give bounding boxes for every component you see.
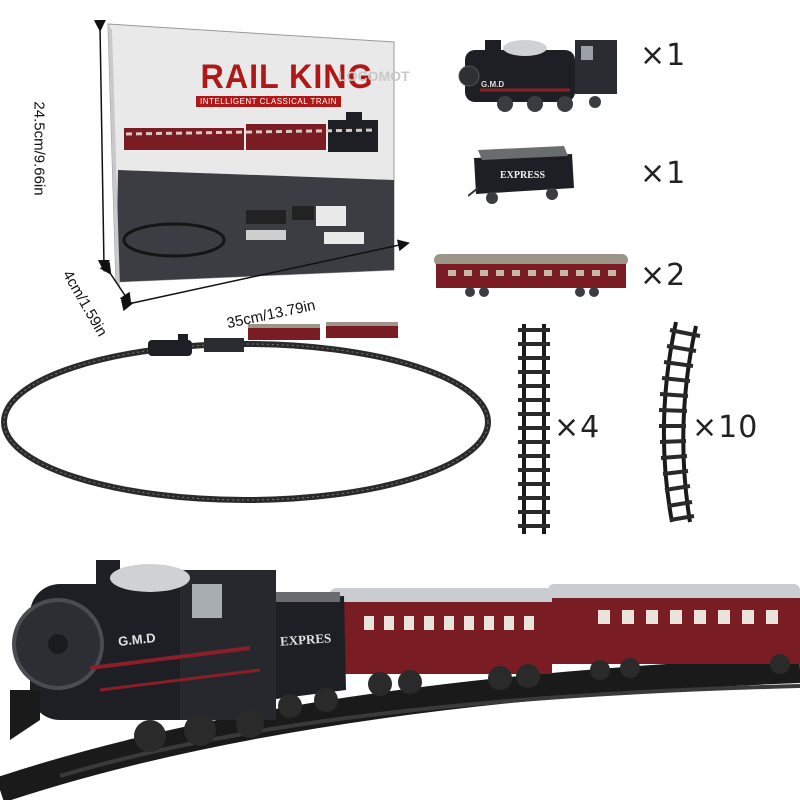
height-label: 24.5cm/9.66in bbox=[30, 101, 48, 196]
box-brand-title: RAIL KING bbox=[200, 58, 374, 96]
photo-locomotive bbox=[10, 560, 276, 752]
assembled-oval-track bbox=[1, 322, 491, 503]
product-box: RAIL KING LOCOMOT INTELLIGENT CLASSICAL … bbox=[96, 20, 410, 320]
photo-car-1 bbox=[330, 588, 552, 696]
train-photo-illustration bbox=[0, 560, 800, 800]
passenger-car-icon bbox=[434, 254, 628, 297]
locomotive-icon bbox=[458, 40, 617, 112]
qty-locomotive: ×1 bbox=[640, 38, 687, 73]
qty-curved-track: ×10 bbox=[692, 410, 759, 445]
small-train bbox=[148, 322, 398, 356]
straight-track-icon bbox=[518, 324, 550, 534]
tender-badge: EXPRESS bbox=[500, 170, 546, 181]
part-locomotive: G.M.D bbox=[455, 28, 625, 118]
qty-passenger-car: ×2 bbox=[640, 258, 687, 293]
box-brand-partial: LOCOMOT bbox=[338, 68, 410, 84]
qty-tender: ×1 bbox=[640, 156, 687, 191]
photo-tender bbox=[266, 592, 346, 718]
curved-track-icon bbox=[658, 321, 701, 523]
part-passenger-car bbox=[430, 250, 632, 300]
locomotive-badge: G.M.D bbox=[481, 80, 505, 89]
qty-straight-track: ×4 bbox=[554, 410, 601, 445]
train-photo: G.M.D EXPRES bbox=[0, 540, 800, 800]
photo-car-2 bbox=[548, 584, 800, 680]
part-tender: EXPRESS bbox=[467, 146, 578, 206]
tender-icon bbox=[467, 146, 574, 204]
box-subtitle: INTELLIGENT CLASSICAL TRAIN bbox=[196, 96, 341, 107]
